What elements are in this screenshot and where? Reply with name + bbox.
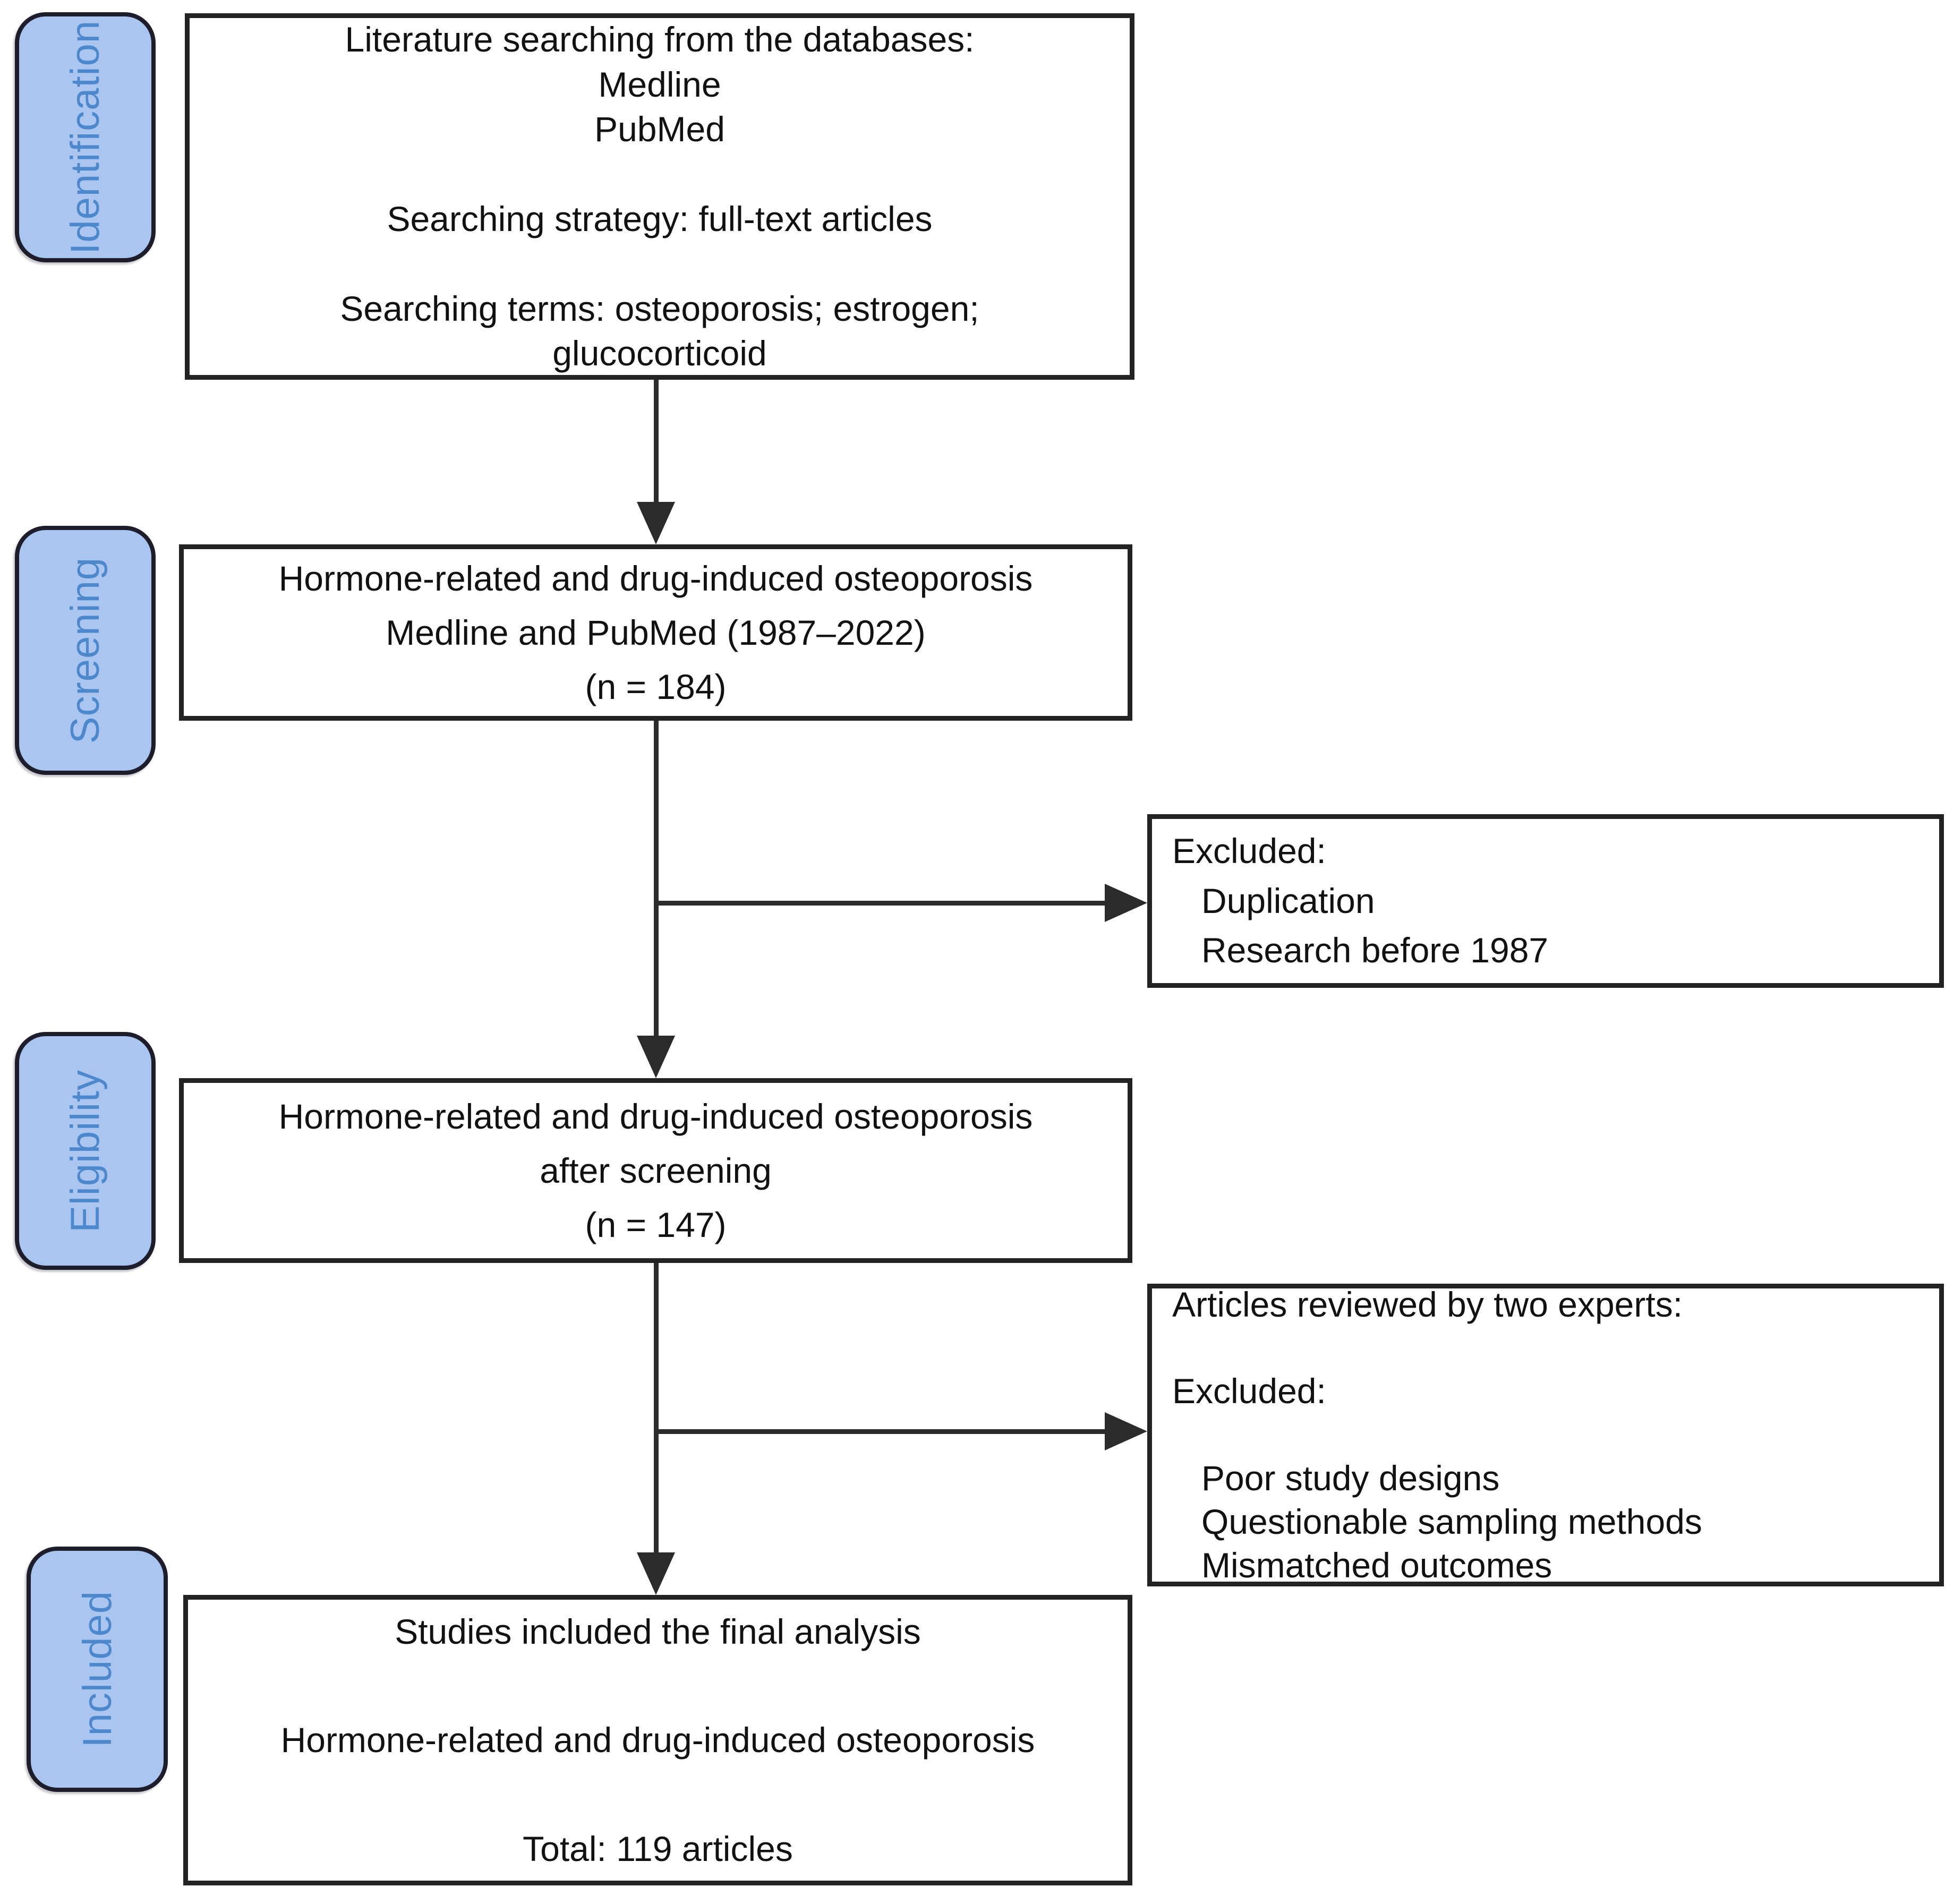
arrowhead-down-included — [637, 1552, 675, 1595]
stage-pill-included: Included — [27, 1547, 168, 1792]
arrowhead-down-eligibility — [637, 1036, 675, 1078]
stage-label-included: Included — [74, 1591, 120, 1748]
box-excluded-eligibility: Articles reviewed by two experts: Exclud… — [1147, 1284, 1944, 1586]
box-excluded-screening-text: Excluded: Duplication Research before 19… — [1172, 831, 1549, 970]
box-included-result: Studies included the final analysis Horm… — [183, 1595, 1132, 1885]
connector-line-excluded-screening — [656, 901, 1105, 906]
arrowhead-right-excluded-eligibility — [1105, 1412, 1147, 1450]
connector-line-screening-eligibility — [654, 721, 659, 1037]
arrowhead-down-screening — [637, 502, 675, 544]
stage-label-identification: Identification — [63, 20, 108, 254]
stage-label-screening: Screening — [63, 557, 108, 744]
box-included-result-text: Studies included the final analysis Horm… — [280, 1611, 1035, 1868]
box-eligibility-result-text: Hormone-related and drug-induced osteopo… — [278, 1096, 1033, 1245]
connector-line-eligibility-included — [654, 1263, 659, 1552]
box-excluded-eligibility-text: Articles reviewed by two experts: Exclud… — [1172, 1284, 1702, 1585]
connector-line-identification-screening — [654, 380, 659, 503]
stage-label-eligibility: Eligibility — [63, 1069, 108, 1233]
box-screening-result-text: Hormone-related and drug-induced osteopo… — [278, 558, 1033, 707]
arrowhead-right-excluded-screening — [1105, 884, 1147, 922]
box-eligibility-result: Hormone-related and drug-induced osteopo… — [179, 1078, 1132, 1263]
connector-line-excluded-eligibility — [656, 1429, 1105, 1434]
stage-pill-eligibility: Eligibility — [15, 1032, 156, 1270]
stage-pill-screening: Screening — [15, 526, 156, 775]
box-literature-search-text: Literature searching from the databases:… — [340, 20, 979, 373]
box-literature-search: Literature searching from the databases:… — [185, 13, 1134, 380]
stage-pill-identification: Identification — [15, 12, 156, 262]
box-screening-result: Hormone-related and drug-induced osteopo… — [179, 544, 1132, 721]
box-excluded-screening: Excluded: Duplication Research before 19… — [1147, 814, 1944, 988]
